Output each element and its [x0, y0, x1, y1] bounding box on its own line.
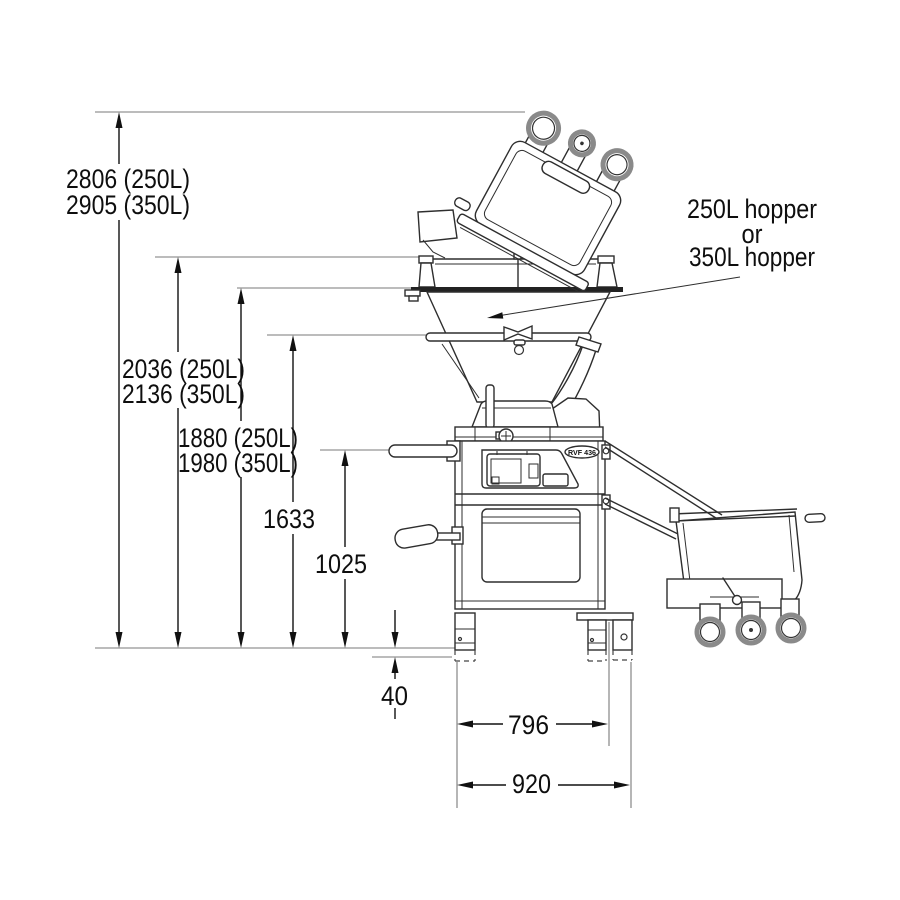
- extension-lines: [95, 111, 632, 808]
- machine: RVF 436: [388, 110, 826, 662]
- filling-pipe: [485, 384, 495, 429]
- top-plate: [454, 426, 604, 442]
- lift-arm-lower: [601, 494, 679, 540]
- feet: [454, 612, 634, 662]
- dump-flap: [417, 209, 458, 259]
- label-width-feet: 796: [508, 710, 549, 740]
- trolley-lid: [456, 213, 589, 292]
- rim-band: [411, 287, 623, 292]
- label-foot-height: 40: [381, 681, 408, 711]
- badge-text: RVF 436: [568, 448, 596, 457]
- clamp-knob: [503, 324, 533, 342]
- panel-display: [542, 473, 569, 487]
- dim-rim-height: [174, 257, 182, 648]
- dim-foot-height: [391, 610, 399, 719]
- column-bracket: [575, 336, 602, 353]
- dim-overall-height: [115, 112, 123, 648]
- dim-lever-height: [341, 450, 349, 648]
- pressure-gauge: [495, 428, 514, 444]
- label-rim-height-2: 2136 (350L): [122, 379, 245, 409]
- label-rim-height-1: 2036 (250L): [122, 354, 245, 384]
- dim-hopper-height: [237, 288, 245, 648]
- label-funnel-height: 1633: [263, 504, 315, 534]
- panel-screen: [486, 453, 541, 487]
- bin-casters: [694, 598, 807, 648]
- trolley-bin: [666, 507, 826, 648]
- bin-lever: [722, 577, 737, 599]
- outrigger-plate: [576, 612, 634, 621]
- tilted-trolley: [453, 110, 634, 292]
- dim-width-overall: [457, 781, 630, 789]
- hopper-note-line2: or: [742, 219, 763, 249]
- dim-funnel-height: [289, 335, 297, 648]
- bin-handle: [804, 512, 826, 524]
- label-overall-height-2: 2905 (350L): [66, 190, 190, 220]
- hopper-leader-arrow: [487, 276, 741, 319]
- label-hopper-height-1: 1880 (250L): [178, 423, 298, 453]
- label-width-overall: 920: [512, 769, 551, 799]
- label-hopper-height-2: 1980 (350L): [178, 448, 298, 478]
- start-lever: [388, 440, 461, 462]
- label-overall-height-1: 2806 (250L): [66, 164, 190, 194]
- door: [481, 508, 581, 583]
- side-handle: [394, 524, 464, 549]
- dim-width-feet: [457, 720, 608, 728]
- pump-dome: [470, 400, 559, 428]
- rim-clip: [404, 289, 421, 297]
- label-lever-height: 1025: [315, 549, 367, 579]
- hopper-rim: [404, 251, 623, 302]
- brand-badge: RVF 436: [564, 445, 600, 459]
- dimension-labels: 2806 (250L) 2905 (350L) 2036 (250L) 2136…: [66, 164, 551, 799]
- clamp-hook: [513, 344, 525, 356]
- lift-arm-upper: [601, 440, 723, 521]
- hopper-note: 250L hopper or 350L hopper: [687, 194, 817, 272]
- control-panel: [481, 449, 579, 489]
- trolley-grip-slot: [541, 160, 591, 194]
- hopper-note-line1: 250L hopper: [687, 194, 817, 224]
- bin-bracket: [666, 578, 783, 609]
- hopper-note-line3: 350L hopper: [689, 242, 815, 272]
